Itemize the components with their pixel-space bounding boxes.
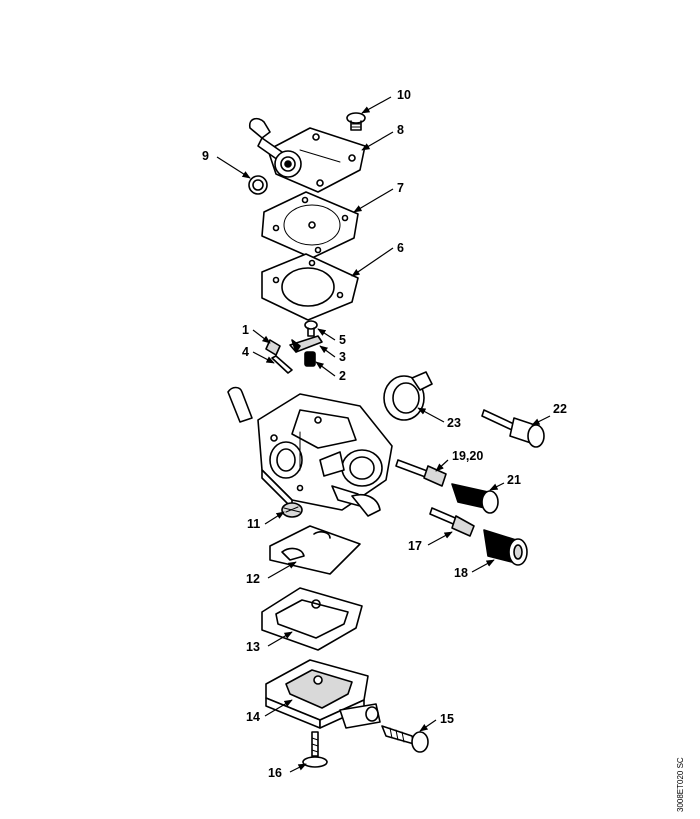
callout-21: 21 [507,473,521,487]
callout-2: 2 [339,369,346,383]
part-7-pump-diaphragm [261,191,359,259]
callout-labels: 10 8 9 7 6 1 5 4 3 2 23 22 19,20 21 11 1… [202,88,567,780]
part-19-20-adjusting-screw [395,459,447,487]
callout-22: 22 [553,402,567,416]
callout-18: 18 [454,566,468,580]
part-6-gasket [261,253,359,321]
document-id: 3008ET020 SC [676,757,685,812]
part-23-choke-knob [383,371,433,421]
part-18-limiter-cap [483,529,528,566]
callout-19-20: 19,20 [452,449,483,463]
part-4-pin [271,355,293,374]
part-8-pump-cover [248,117,366,193]
callout-8: 8 [397,123,404,137]
part-21-limiter-cap [451,483,499,514]
callout-23: 23 [447,416,461,430]
part-3-inlet-lever [289,335,323,353]
part-22-adjusting-screw [481,409,545,448]
part-1-inlet-needle [265,339,281,356]
part-17-adjusting-screw [429,507,475,537]
part-16-screw [302,731,328,768]
part-11-strainer [281,502,303,518]
callout-15: 15 [440,712,454,726]
part-9-o-ring [248,175,268,195]
callout-1: 1 [242,323,249,337]
leader-lines [216,96,551,773]
carburetor-body [227,386,393,517]
part-2-spring [304,351,316,367]
callout-7: 7 [397,181,404,195]
callout-16: 16 [268,766,282,780]
part-5-screw [304,320,318,337]
callout-9: 9 [202,149,209,163]
callout-11: 11 [247,517,260,531]
part-14-end-cover [265,659,381,729]
part-12-metering-diaphragm [269,525,361,575]
callout-5: 5 [339,333,346,347]
callout-13: 13 [246,640,260,654]
callout-17: 17 [408,539,422,553]
callout-4: 4 [242,345,249,359]
part-15-screw [381,725,429,753]
part-10-screw [346,112,366,131]
callout-12: 12 [246,572,260,586]
callout-10: 10 [397,88,411,102]
callout-6: 6 [397,241,404,255]
callout-14: 14 [246,710,260,724]
callout-3: 3 [339,350,346,364]
